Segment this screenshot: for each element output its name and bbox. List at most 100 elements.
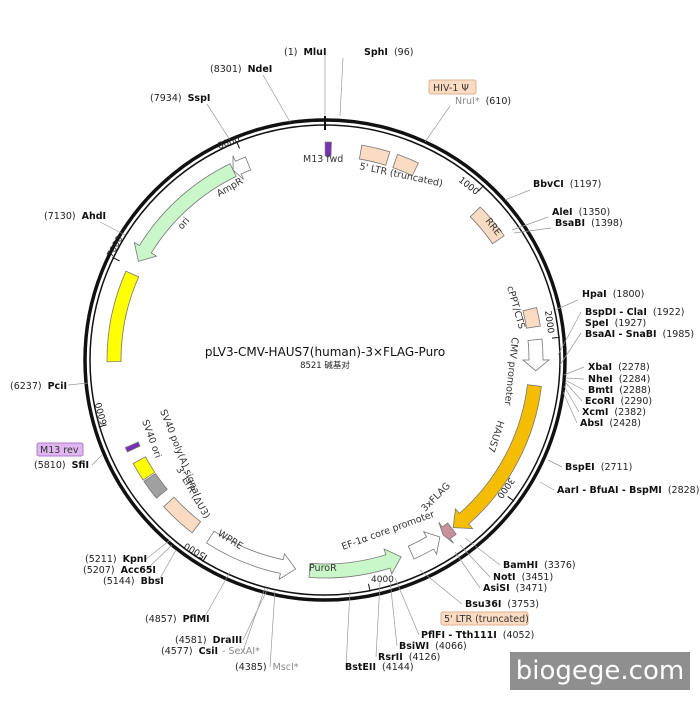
site-leader-8 [99,221,126,236]
svg-text:(5144)BbsI: (5144)BbsI [103,576,164,587]
site-xcmi: XcmI(2382) [582,407,646,418]
site-leader-30 [394,577,420,636]
ltr5-trunc-label: 5' LTR (truncated) [444,614,529,625]
svg-text:BbvCI(1197): BbvCI(1197) [533,179,601,190]
site-leader-27 [157,549,177,583]
site-rsrii: RsrII(4126) [378,652,440,663]
site-leader-19 [91,454,103,466]
feature-label-cppt: cPPT/CTS [504,285,527,330]
site-bamhi: BamHI(3376) [503,560,576,571]
site-leader-28 [419,569,463,605]
site-leader-10 [557,311,582,356]
site-bbsi: (5144)BbsI [103,576,164,587]
svg-text:AarI - BfuAI - BspMI(2828): AarI - BfuAI - BspMI(2828) [557,485,699,496]
site-leader-1 [339,57,344,117]
svg-text:(4581)DraIII: (4581)DraIII [175,635,242,646]
svg-text:Bsu36I(3753): Bsu36I(3753) [465,599,539,610]
leader-layer [67,55,585,668]
tick-label-8000: 8000 [217,134,242,151]
m13-rev-box [36,442,84,457]
svg-text:(5211)KpnI: (5211)KpnI [85,554,147,565]
site-leader-22 [464,537,501,566]
svg-text:RsrII(4126): RsrII(4126) [378,652,440,663]
tick-label-4000: 4000 [371,575,394,585]
site-leader-23 [459,544,491,578]
feature-puro [308,548,402,579]
tick-label-1000: 1000 [456,175,480,197]
tick-mark-4000 [368,583,371,592]
site-leader-16 [563,385,580,413]
feature-sv40ori [132,456,156,481]
site-spei: SpeI(1927) [585,318,646,329]
site-bmti: BmtI(2288) [588,385,651,396]
svg-text:BmtI(2288): BmtI(2288) [588,385,651,396]
feature-cppt [522,306,541,329]
site-sphi: SphI(96) [364,47,413,58]
tick-mark-6000 [98,424,107,428]
svg-text:BspDI - ClaI(1922): BspDI - ClaI(1922) [585,307,684,318]
site-leader-21 [539,481,555,491]
feature-flag [438,521,457,544]
tick-label-6000: 6000 [94,401,110,426]
site-bsteii: BstEII(4144) [345,662,414,673]
site-leader-29 [202,571,231,621]
site-ndei: (8301)NdeI [210,64,272,75]
svg-text:HpaI(1800): HpaI(1800) [582,289,644,300]
ltr5-trunc-box [440,611,529,626]
site-alei: AleI(1350) [552,207,610,218]
site-bspei: BspEI(2711) [565,462,632,473]
backbone-inner-circle [89,124,561,596]
svg-text:(4577)CsiI- SexAI*: (4577)CsiI- SexAI* [161,646,260,657]
site-bbvci: BbvCI(1197) [533,179,601,190]
svg-text:PflFI - Tth111I(4052): PflFI - Tth111I(4052) [421,630,534,641]
svg-text:AsiSI(3471): AsiSI(3471) [483,583,547,594]
site-aari: AarI - BfuAI - BspMI(2828) [557,485,699,496]
site-asisi: AsiSI(3471) [483,583,547,594]
backbone-outer-circle [83,118,567,602]
site-leader-33 [242,587,269,641]
site-leader-35 [345,589,351,668]
tick-layer [98,141,560,592]
site-nhei: NheI(2284) [588,374,650,385]
svg-text:(7130)AhdI: (7130)AhdI [44,211,106,222]
site-leader-6 [511,216,549,231]
site-leader-25 [144,539,171,561]
svg-text:(5810)SfiI: (5810)SfiI [34,460,89,471]
svg-text:EcoRI(2290): EcoRI(2290) [585,396,652,407]
feature-label-cmv: CMV promoter [502,337,520,406]
svg-text:(6237)PciI: (6237)PciI [10,381,67,392]
site-msci: (4385)MscI* [235,662,299,673]
feature-ef1a [407,530,441,560]
site-pflmi: (4857)PflMI [145,614,210,625]
site-leader-17 [562,391,578,424]
feature-label-flag: 3xFLAG [419,481,452,514]
site-sspi: (7934)SspI [150,93,210,104]
site-draiii: (4581)DraIII [175,635,242,646]
site-bspdi: BspDI - ClaI(1922) [585,307,684,318]
site-bsaai: BsaAI - SnaBI(1985) [585,329,694,340]
site-leader-13 [564,377,585,380]
site-nrui: NruI*(610) [455,96,511,107]
tick-mark-5000 [202,554,208,563]
site-leader-31 [389,579,398,647]
svg-text:BamHI(3376): BamHI(3376) [503,560,576,571]
feature-ltr5 [358,144,391,166]
feature-cmv [521,338,551,372]
feature-amppro [232,155,252,180]
site-leader-18 [67,382,89,386]
svg-text:XcmI(2382): XcmI(2382) [582,407,646,418]
svg-text:(8301)NdeI: (8301)NdeI [210,64,272,75]
tick-label-2000: 2000 [542,310,555,334]
site-acc65i: (5207)Acc65I [83,565,156,576]
watermark-logo: biogege.com [510,652,690,690]
site-bsu36i: Bsu36I(3753) [465,599,539,610]
site-sfii: (5810)SfiI [34,460,89,471]
svg-text:AbsI(2428): AbsI(2428) [580,418,641,429]
site-leader-9 [554,299,579,311]
hiv-psi-box [428,79,477,95]
site-ecori: EcoRI(2290) [585,396,652,407]
site-leader-7 [513,227,552,234]
svg-text:(7934)SspI: (7934)SspI [150,93,210,104]
m13-rev-label: M13 rev [40,445,79,456]
